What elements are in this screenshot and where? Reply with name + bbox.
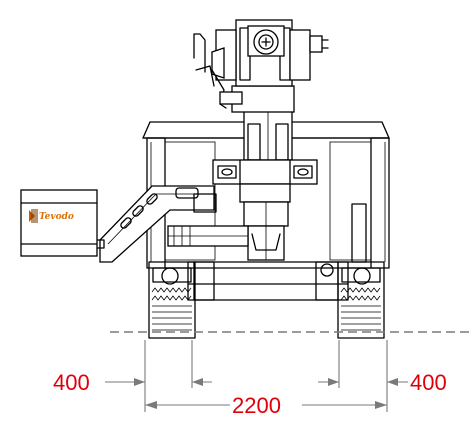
logo-brand-text: Tevodo	[39, 212, 74, 222]
conveyor-arm	[95, 185, 249, 263]
central-mast	[212, 109, 318, 261]
drill-head	[193, 19, 329, 113]
dimension-overall-width: 2200	[145, 393, 387, 418]
dimension-label-right: 400	[410, 370, 447, 395]
extension-lines	[144, 340, 388, 412]
dimension-left-track: 400	[53, 370, 212, 395]
dimension-label-left: 400	[53, 370, 90, 395]
control-box: Tevodo	[20, 189, 98, 257]
dimension-right-track: 400	[318, 370, 447, 395]
right-track	[315, 261, 385, 339]
left-track	[148, 261, 215, 339]
brand-logo: Tevodo	[29, 209, 74, 223]
dimension-label-overall: 2200	[232, 393, 281, 418]
